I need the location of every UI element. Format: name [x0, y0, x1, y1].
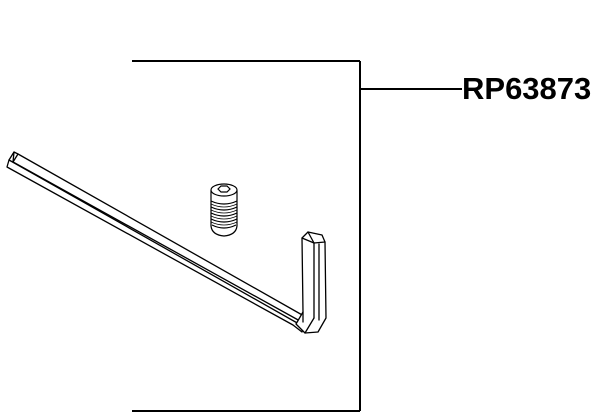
hex-key-icon [6, 151, 327, 334]
parts-bracket [132, 60, 462, 412]
part-number-label: RP63873 [462, 71, 592, 106]
set-screw-icon [210, 183, 238, 237]
